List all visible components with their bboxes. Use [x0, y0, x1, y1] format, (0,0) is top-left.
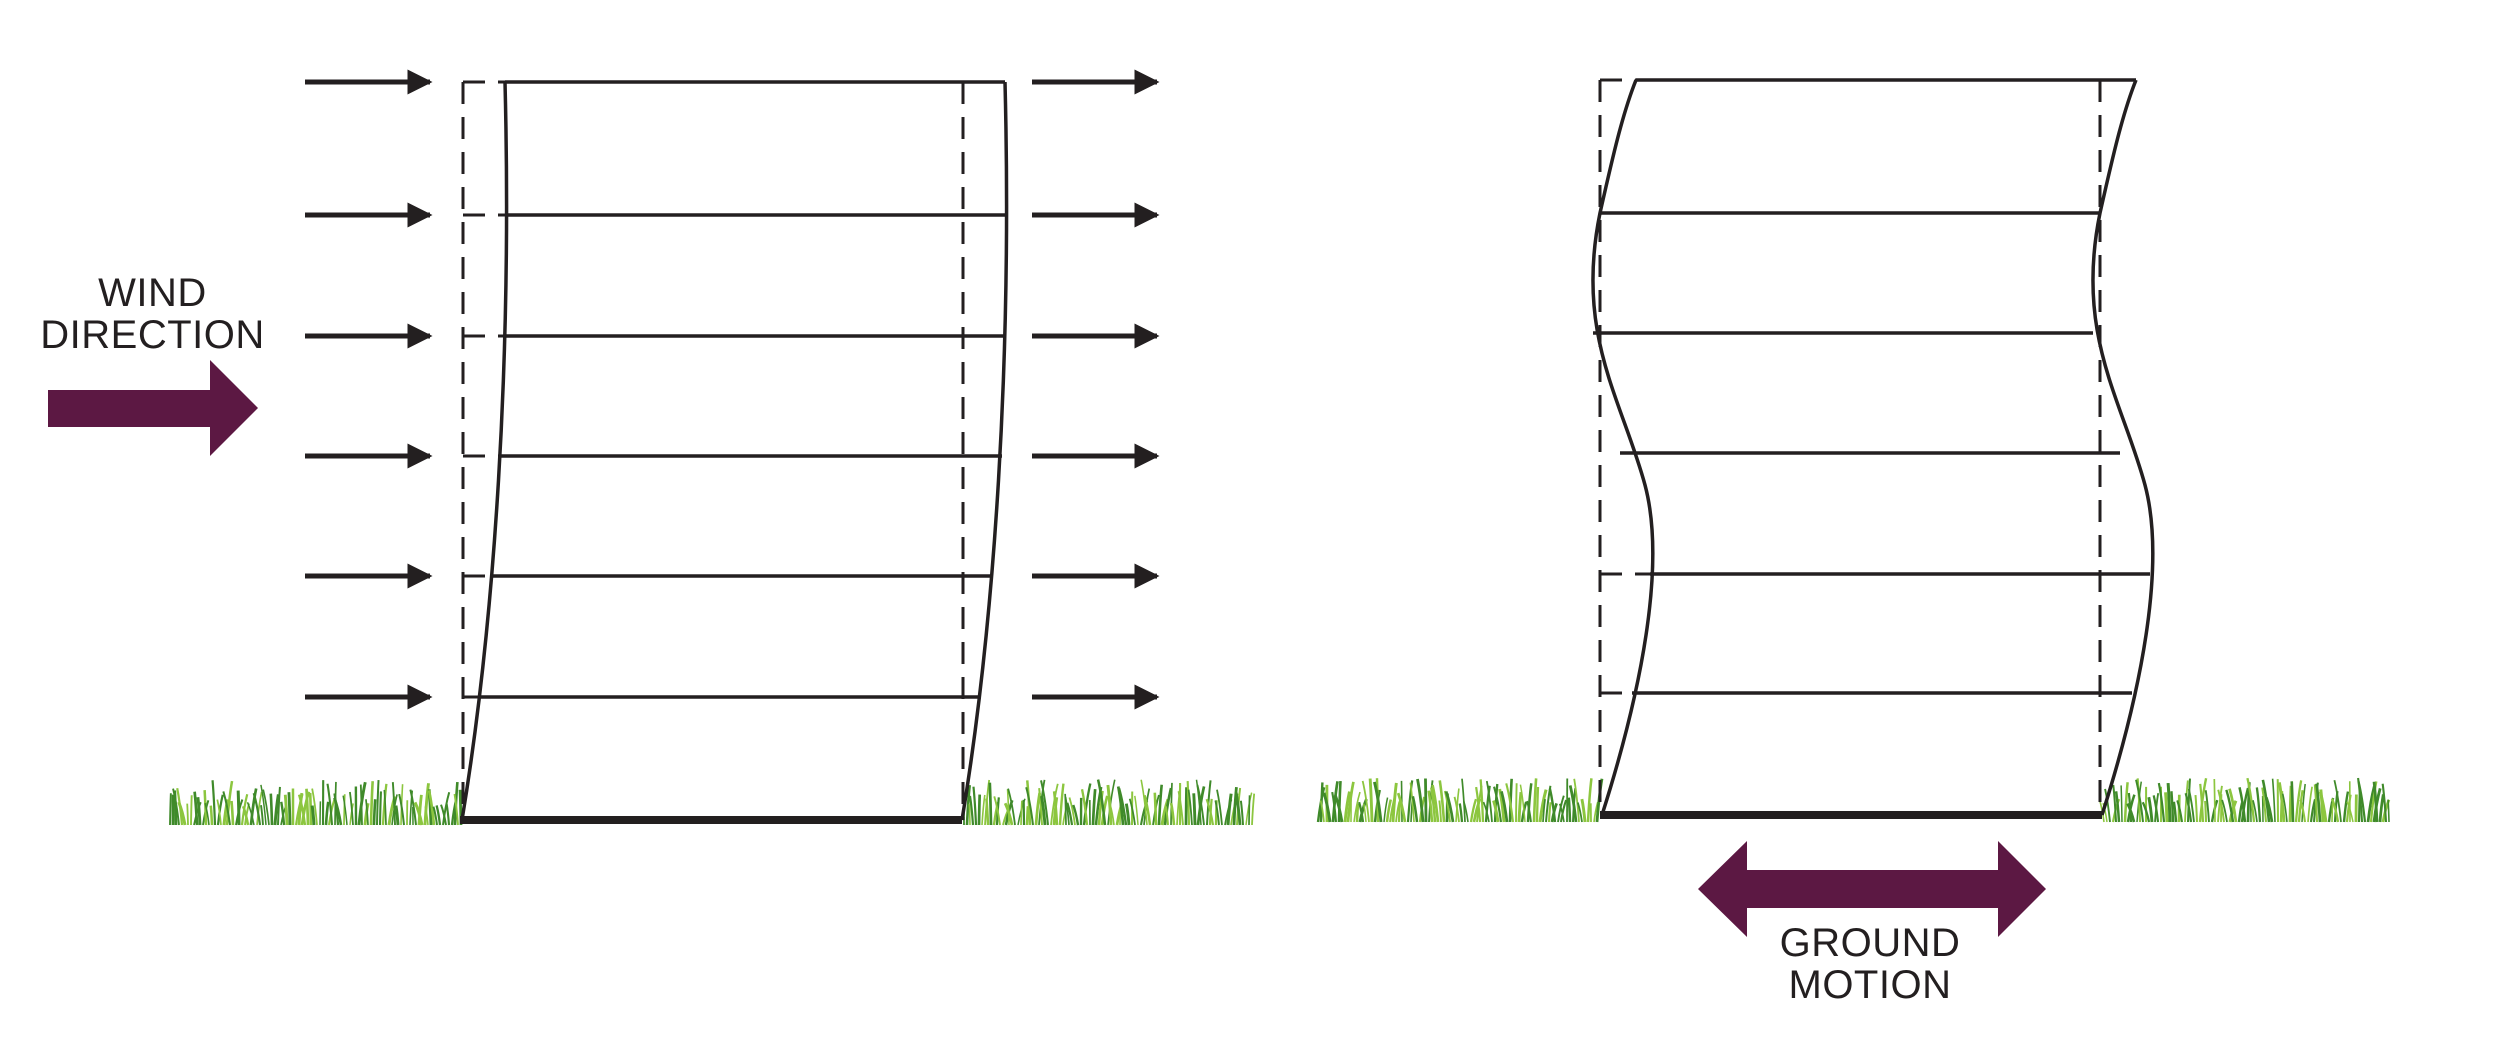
double-headed-arrow-icon: [1698, 841, 2046, 937]
grass-icon: [2098, 777, 2391, 823]
wind-direction-label-line1: WIND: [98, 271, 207, 315]
earthquake-building: [1316, 78, 2391, 937]
grass-icon: [963, 779, 1256, 826]
original-outline-dashed: [461, 80, 965, 820]
grass-icon: [1316, 778, 1604, 823]
ground-motion-label-line1: GROUND: [1779, 921, 1961, 965]
wind-force-arrows-right: [1032, 69, 1160, 710]
deformed-building: [1591, 78, 2155, 819]
original-outline-dashed: [1598, 78, 2102, 815]
wind-direction-label-line2: DIRECTION: [40, 313, 265, 357]
wind-force-arrows-left: [305, 69, 433, 710]
grass-icon: [169, 780, 463, 826]
ground-motion-label-line2: MOTION: [1788, 963, 1952, 1007]
deflected-building: [460, 80, 1009, 824]
big-wind-arrow-icon: [48, 360, 258, 456]
wind-building: [48, 69, 1256, 826]
